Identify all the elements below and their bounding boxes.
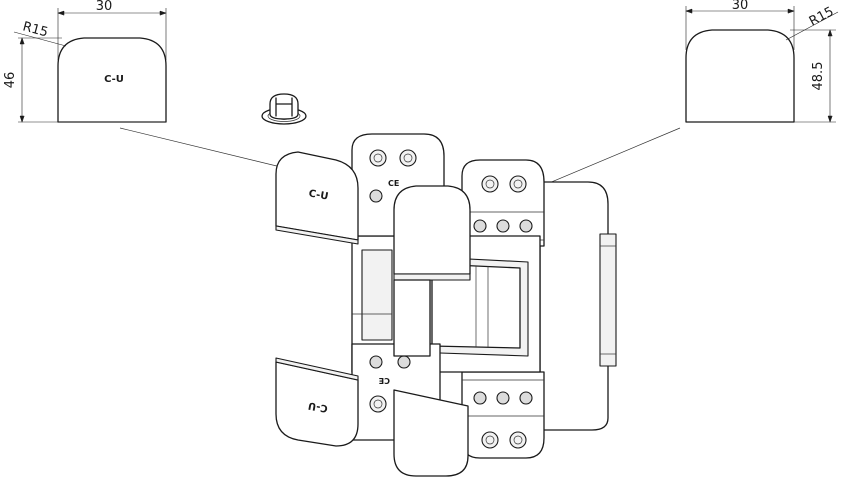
exploded-top-cover-body <box>275 151 359 241</box>
right-cap-detail: 30 R15 48.5 <box>685 0 839 123</box>
left-cap-radius-label: R15 <box>21 19 50 40</box>
front-top-cover <box>393 185 471 275</box>
screw-bushing <box>261 93 307 125</box>
right-bottom-plate <box>461 371 545 459</box>
exploded-top-cover: C-U <box>275 151 359 245</box>
exploded-top-cover-logo: C-U <box>308 188 329 202</box>
left-cap-logo: C-U <box>104 74 124 85</box>
left-cap-width-label: 30 <box>96 0 113 14</box>
right-cap-width-label: 30 <box>732 0 749 13</box>
exploded-bottom-cover-body <box>275 361 359 447</box>
exploded-bottom-cover-logo: C-U <box>307 399 328 413</box>
rear-housing <box>539 181 609 431</box>
center-knuckle <box>393 279 431 357</box>
left-cap-detail: 30 R15 46 C-U <box>3 0 167 123</box>
exploded-bottom-cover: C-U <box>275 357 359 447</box>
left-cap-outline <box>57 37 167 123</box>
hinge-assembly: CE CE <box>351 133 617 477</box>
right-cap-radius-label: R15 <box>807 4 837 29</box>
left-cap-height-label: 46 <box>3 72 18 89</box>
right-cap-height-label: 48.5 <box>811 62 826 91</box>
bottom-ce-mark: CE <box>379 376 390 385</box>
right-top-plate <box>461 159 545 247</box>
right-cap-outline <box>685 29 795 123</box>
top-ce-mark: CE <box>388 179 399 188</box>
front-bottom-cover <box>393 389 469 477</box>
